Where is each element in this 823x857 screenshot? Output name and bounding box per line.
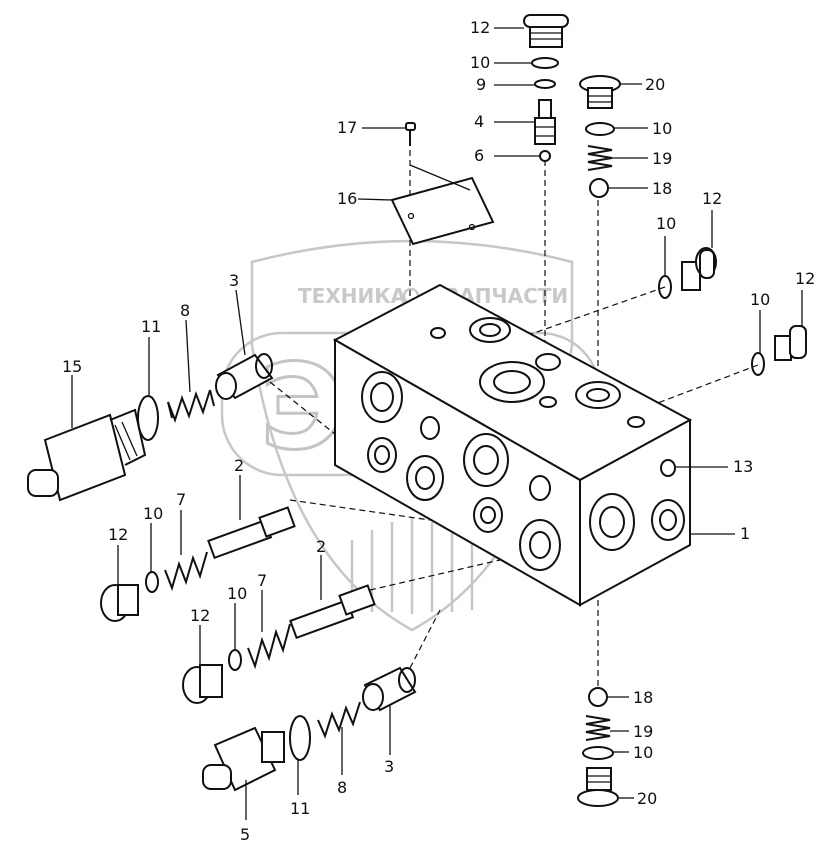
ball-6 [539,150,551,162]
label-12-l1: 12 [108,525,128,544]
plate-16-group [390,122,495,246]
label-10-l1: 10 [143,504,163,523]
label-20-bot: 20 [637,789,657,808]
plug-12-r2 [774,325,807,361]
spool-2-b [289,584,376,640]
label-1: 1 [740,524,750,543]
valve-body [332,283,693,607]
label-10-bot: 10 [633,743,653,762]
label-3-bot: 3 [384,757,394,776]
label-11-bot: 11 [290,799,310,818]
o-ring-10-l2 [228,649,242,671]
label-9: 9 [476,75,486,94]
label-12-r1: 12 [702,189,722,208]
plug-12-l1 [100,584,139,622]
label-7-b: 7 [257,571,267,590]
o-ring-10-top [531,57,559,69]
label-15: 15 [62,357,82,376]
plug-12-top [523,14,569,48]
spring-19-bot [585,715,611,741]
piston-3-bot [362,666,417,712]
label-8-top: 8 [180,301,190,320]
ring-9 [534,79,556,89]
label-7-a: 7 [176,490,186,509]
callout-labels: 12 10 9 4 6 17 16 20 10 19 18 10 12 10 1… [62,18,815,844]
label-20-top: 20 [645,75,665,94]
o-ring-10-bot [582,746,614,760]
label-19-top: 19 [652,149,672,168]
label-10-r1: 10 [656,214,676,233]
label-4: 4 [474,112,484,131]
spring-8-bot [317,701,361,739]
o-ring-11-bot [289,715,311,761]
valve-body-side-face [579,418,691,607]
ball-18-bot [588,687,608,707]
label-3-top: 3 [229,271,239,290]
label-19-bot: 19 [633,722,653,741]
o-ring-10-l1 [145,571,159,593]
ball-18-top [589,178,609,198]
spring-7-a [164,551,208,592]
label-6: 6 [474,146,484,165]
o-ring-10-r2 [751,352,765,376]
watermark-left-word: ТЕХНИКА [298,284,407,308]
label-11-top: 11 [141,317,161,336]
label-5: 5 [240,825,250,844]
label-12-r2: 12 [795,269,815,288]
left-assembly-1 [100,506,296,622]
label-18-top: 18 [652,179,672,198]
plug-20-bot [577,767,619,807]
upper-left-assembly [27,353,274,502]
spring-19-top [587,145,613,171]
right-plugs [658,247,807,376]
pin-17 [405,122,416,146]
bottom-stack [577,687,619,807]
label-8-bot: 8 [337,778,347,797]
plug-20-top [579,75,621,109]
spool-2-a [207,506,296,560]
plate-16 [390,176,495,246]
label-10-r2: 10 [750,290,770,309]
top-right-stack [579,75,621,198]
fitting-15 [27,408,147,502]
label-13: 13 [733,457,753,476]
spring-7-b [247,623,291,670]
label-2-a: 2 [234,456,244,475]
label-18-bot: 18 [633,688,653,707]
plug-12-l2 [182,664,223,704]
label-12: 12 [470,18,490,37]
label-10: 10 [470,53,490,72]
o-ring-10-b [585,122,615,136]
label-17: 17 [337,118,357,137]
plug-12-r1 [681,247,717,291]
leader-lines [71,27,803,820]
label-2-b: 2 [316,537,326,556]
top-center-stack [523,14,569,162]
label-12-l2: 12 [190,606,210,625]
valve-4 [534,99,556,145]
left-assembly-2 [182,584,376,704]
watermark-wheat-icon [350,518,474,614]
piston-3-top [215,353,274,400]
fitting-5 [202,726,285,792]
lower-left-assembly [202,666,417,792]
label-10-b: 10 [652,119,672,138]
spring-8-top [167,389,215,424]
o-ring-11-top [137,395,159,441]
label-16: 16 [337,189,357,208]
label-10-l2: 10 [227,584,247,603]
